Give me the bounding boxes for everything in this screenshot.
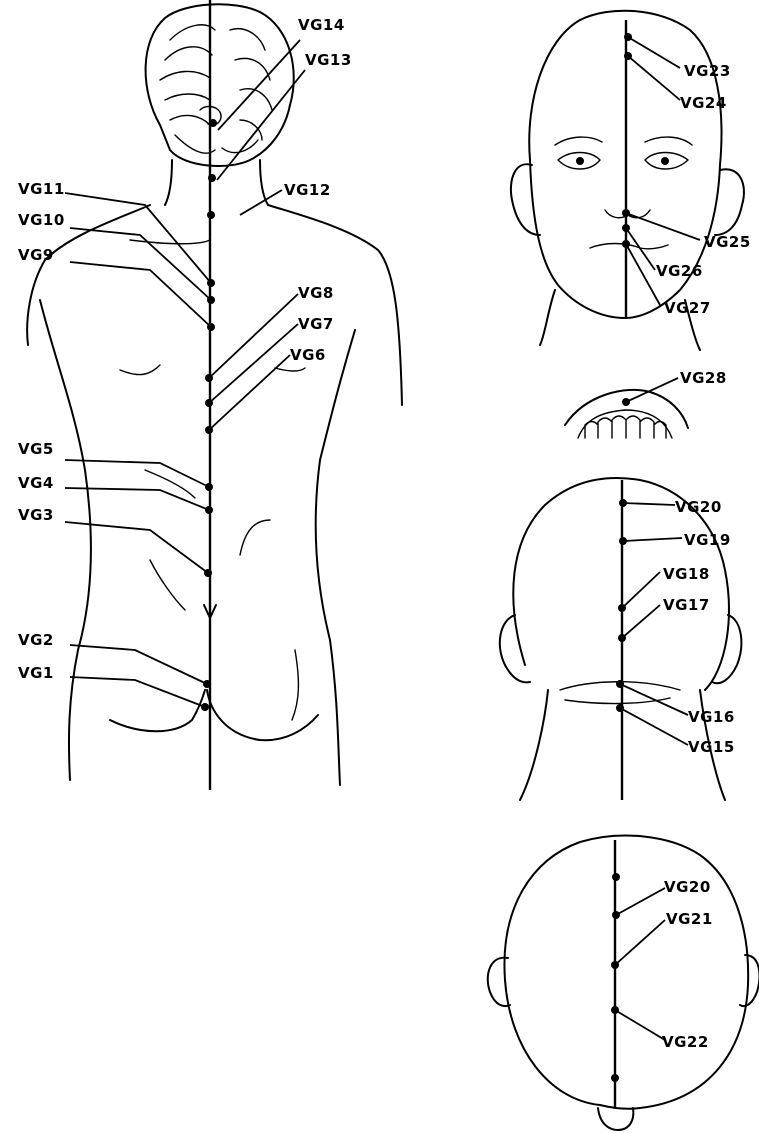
teeth-outline <box>585 416 666 438</box>
head-top-acupoints <box>611 873 665 1082</box>
label-vg18: VG18 <box>663 565 710 583</box>
brows-outline <box>555 137 692 145</box>
acupoint-vg12 <box>207 211 215 219</box>
label-vg2: VG2 <box>18 631 54 649</box>
label-vg3: VG3 <box>18 506 54 524</box>
label-vg12: VG12 <box>284 181 331 199</box>
label-vg17: VG17 <box>663 596 710 614</box>
label-vg27: VG27 <box>664 299 711 317</box>
label-vg5: VG5 <box>18 440 54 458</box>
head-back-acupoints <box>616 499 688 745</box>
label-vg21: VG21 <box>666 910 713 928</box>
face-labels: VG23 VG24 VG25 VG26 VG27 <box>656 62 751 317</box>
label-vg10: VG10 <box>18 211 65 229</box>
nose-tip-outline <box>598 1108 633 1130</box>
trunk-outline <box>27 205 402 785</box>
label-vg19: VG19 <box>684 531 731 549</box>
head-top-outline <box>504 836 748 1109</box>
acupoint-vg22-lower <box>611 1074 619 1082</box>
label-vg16: VG16 <box>688 708 735 726</box>
label-vg28: VG28 <box>680 369 727 387</box>
label-vg20-top: VG20 <box>664 878 711 896</box>
head-top-figure: VG20 VG21 VG22 <box>488 836 759 1130</box>
head-back-labels: VG20 VG19 VG18 VG17 VG16 VG15 <box>663 498 735 756</box>
label-vg20-back: VG20 <box>675 498 722 516</box>
label-vg11: VG11 <box>18 180 65 198</box>
label-vg13: VG13 <box>305 51 352 69</box>
acupoint-vg13 <box>208 174 216 182</box>
face-front-figure: VG23 VG24 VG25 VG26 VG27 <box>511 11 751 350</box>
back-body-figure: VG14 VG13 VG12 VG11 VG10 VG9 VG8 VG7 VG6… <box>18 0 402 790</box>
label-vg9: VG9 <box>18 246 54 264</box>
buttocks-outline <box>110 560 318 740</box>
label-vg25: VG25 <box>704 233 751 251</box>
head-back-figure: VG20 VG19 VG18 VG17 VG16 VG15 <box>500 478 742 800</box>
mouth-figure: VG28 <box>565 369 727 438</box>
label-vg23: VG23 <box>684 62 731 80</box>
label-vg24: VG24 <box>680 94 727 112</box>
acupoint-vg20-top <box>612 873 620 881</box>
label-vg1: VG1 <box>18 664 54 682</box>
acupoint-vg14 <box>209 119 217 127</box>
label-vg15: VG15 <box>688 738 735 756</box>
right-ear-top-outline <box>740 955 759 1006</box>
gum-outline <box>578 410 672 438</box>
label-vg14: VG14 <box>298 16 345 34</box>
head-top-labels: VG20 VG21 VG22 <box>662 878 713 1051</box>
right-pupil <box>661 157 669 165</box>
label-vg22: VG22 <box>662 1033 709 1051</box>
label-vg6: VG6 <box>290 346 326 364</box>
label-vg4: VG4 <box>18 474 54 492</box>
left-pupil <box>576 157 584 165</box>
label-vg7: VG7 <box>298 315 334 333</box>
label-vg8: VG8 <box>298 284 334 302</box>
label-vg26: VG26 <box>656 262 703 280</box>
head-hair-outline <box>146 4 294 166</box>
